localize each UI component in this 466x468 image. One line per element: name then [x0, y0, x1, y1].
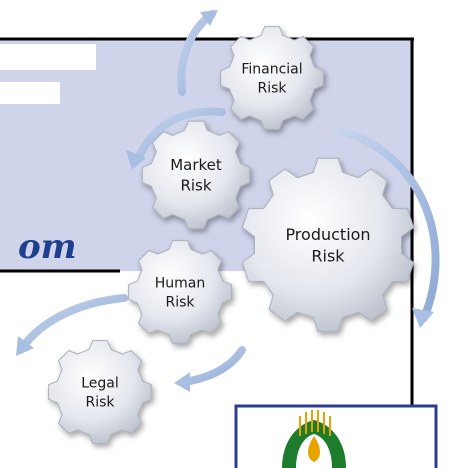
arrowhead-icon [412, 308, 434, 328]
logo-box [234, 404, 438, 468]
gear-label-line: Risk [257, 80, 287, 96]
arrow-financial-to-market [134, 107, 226, 164]
brand-fragment: om [18, 227, 77, 267]
arrowhead-icon [16, 336, 34, 356]
slide-panel [0, 37, 414, 420]
arrow-human-to-legal [18, 294, 128, 352]
gear-label-line: Risk [311, 246, 345, 265]
gear-label-line: Risk [180, 176, 211, 194]
wheat-emblem-icon [282, 410, 346, 468]
arrowhead-icon [174, 372, 190, 392]
arrowhead-icon [126, 150, 146, 170]
gear-label-line: Market [170, 156, 222, 174]
gear-label-line: Production [285, 225, 370, 244]
gear-icon [48, 340, 152, 444]
gear-icon [220, 26, 324, 130]
gear-label-line: Financial [241, 61, 302, 77]
cycle-arrows [16, 10, 440, 392]
gear-icon [141, 120, 251, 230]
gear-label-line: Human [155, 275, 206, 291]
gears-layer: FinancialRiskMarketRiskProductionRiskHum… [48, 26, 415, 444]
arrowhead-icon [200, 10, 218, 26]
gear-label-line: Risk [165, 294, 195, 310]
arrow-financial-to-production [332, 126, 440, 322]
gear-label-line: Risk [85, 394, 115, 410]
arrow-production-to-human [180, 346, 246, 386]
gear-label-line: Legal [81, 375, 119, 391]
gear-icon [241, 157, 415, 333]
gear-icon [128, 240, 232, 344]
